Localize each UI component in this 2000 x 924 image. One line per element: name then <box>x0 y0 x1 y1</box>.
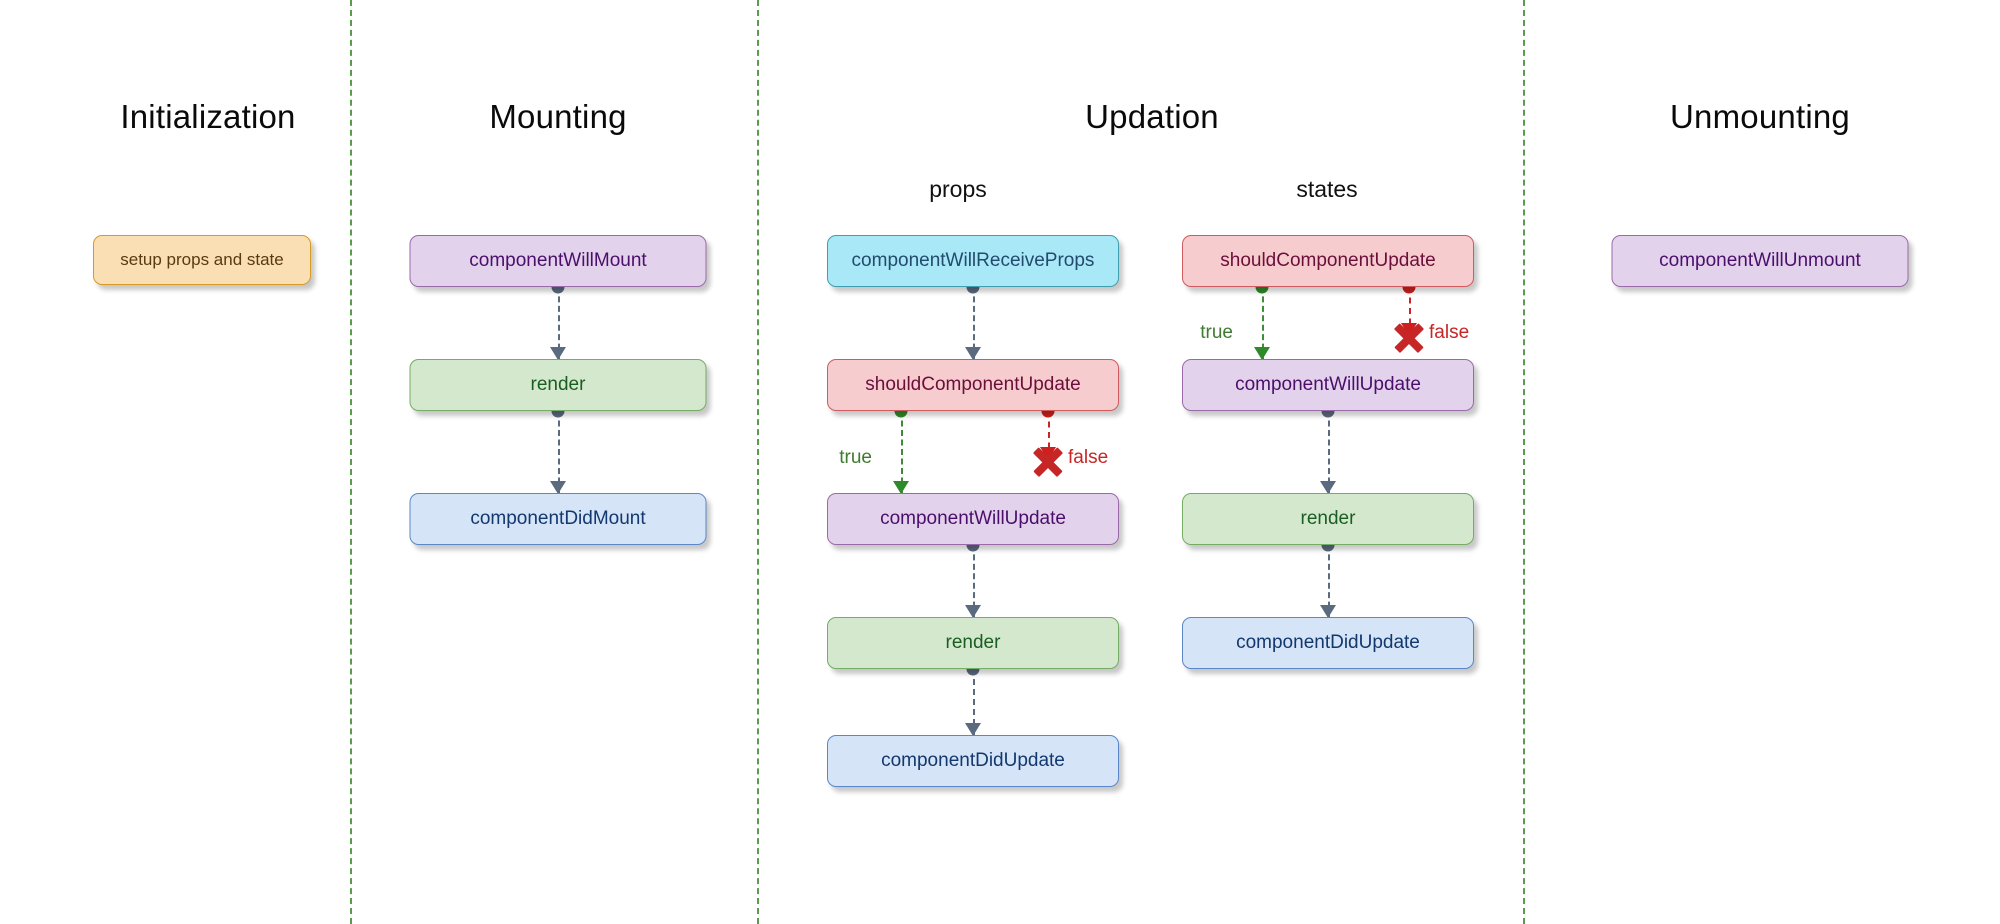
column-divider-2 <box>757 0 759 924</box>
subcolumn-title-props: props <box>929 176 987 202</box>
node-label: componentWillUpdate <box>1235 374 1421 395</box>
node-label: render <box>1300 508 1356 529</box>
node-props-component-will-receive-props[interactable]: componentWillReceiveProps <box>827 235 1119 287</box>
phase-title-unmounting: Unmounting <box>1670 98 1850 135</box>
subcolumn-title-states: states <box>1296 176 1358 202</box>
node-unmounting-component-will-unmount[interactable]: componentWillUnmount <box>1611 235 1909 287</box>
column-divider-3 <box>1523 0 1525 924</box>
connector-arrowhead <box>1320 605 1336 618</box>
connector-line <box>973 669 975 735</box>
branch-label-states-true-label: true <box>1200 322 1233 343</box>
node-states-render[interactable]: render <box>1182 493 1474 545</box>
node-label: componentWillReceiveProps <box>851 250 1095 271</box>
node-props-component-did-update[interactable]: componentDidUpdate <box>827 735 1119 787</box>
node-label: componentWillMount <box>469 250 647 271</box>
connector-arrowhead <box>550 481 566 494</box>
connector-line <box>558 287 560 359</box>
node-states-component-did-update[interactable]: componentDidUpdate <box>1182 617 1474 669</box>
node-label: componentWillUnmount <box>1659 250 1861 271</box>
node-props-render[interactable]: render <box>827 617 1119 669</box>
branch-label-props-false-label: false <box>1068 447 1109 468</box>
node-label: render <box>530 374 586 395</box>
connector-arrowhead <box>965 605 981 618</box>
connector-arrowhead <box>1320 481 1336 494</box>
node-props-should-component-update[interactable]: shouldComponentUpdate <box>827 359 1119 411</box>
node-setup-props-and-state[interactable]: setup props and state <box>93 235 311 285</box>
false-branch-x-icon <box>1392 321 1426 355</box>
node-states-should-component-update[interactable]: shouldComponentUpdate <box>1182 235 1474 287</box>
node-label: componentWillUpdate <box>880 508 1066 529</box>
node-states-component-will-update[interactable]: componentWillUpdate <box>1182 359 1474 411</box>
node-label: setup props and state <box>120 250 284 269</box>
branch-label-props-true-label: true <box>839 447 872 468</box>
node-label: componentDidMount <box>470 508 646 529</box>
node-props-component-will-update[interactable]: componentWillUpdate <box>827 493 1119 545</box>
connector-line <box>973 545 975 617</box>
connector-line <box>1409 287 1411 335</box>
node-mounting-component-did-mount[interactable]: componentDidMount <box>409 493 707 545</box>
node-label: componentDidUpdate <box>1236 632 1420 653</box>
connector-line <box>1048 411 1050 459</box>
phase-title-initialization: Initialization <box>120 98 296 135</box>
false-branch-x-icon <box>1031 445 1065 479</box>
connector-arrowhead <box>1254 347 1270 360</box>
phase-title-mounting: Mounting <box>489 98 627 135</box>
connector-arrowhead <box>965 723 981 736</box>
node-mounting-render[interactable]: render <box>409 359 707 411</box>
branch-label-states-false-label: false <box>1429 322 1470 343</box>
phase-title-updation: Updation <box>1085 98 1219 135</box>
connector-line <box>1328 545 1330 617</box>
connector-arrowhead <box>893 481 909 494</box>
connector-line <box>973 287 975 359</box>
node-label: shouldComponentUpdate <box>865 374 1081 395</box>
connector-arrowhead <box>550 347 566 360</box>
node-mounting-component-will-mount[interactable]: componentWillMount <box>409 235 707 287</box>
node-label: componentDidUpdate <box>881 750 1065 771</box>
node-label: shouldComponentUpdate <box>1220 250 1436 271</box>
connector-line <box>1328 411 1330 493</box>
connector-line <box>901 411 903 493</box>
column-divider-1 <box>350 0 352 924</box>
connector-line <box>558 411 560 493</box>
connector-line <box>1262 287 1264 359</box>
node-label: render <box>945 632 1001 653</box>
connector-arrowhead <box>965 347 981 360</box>
